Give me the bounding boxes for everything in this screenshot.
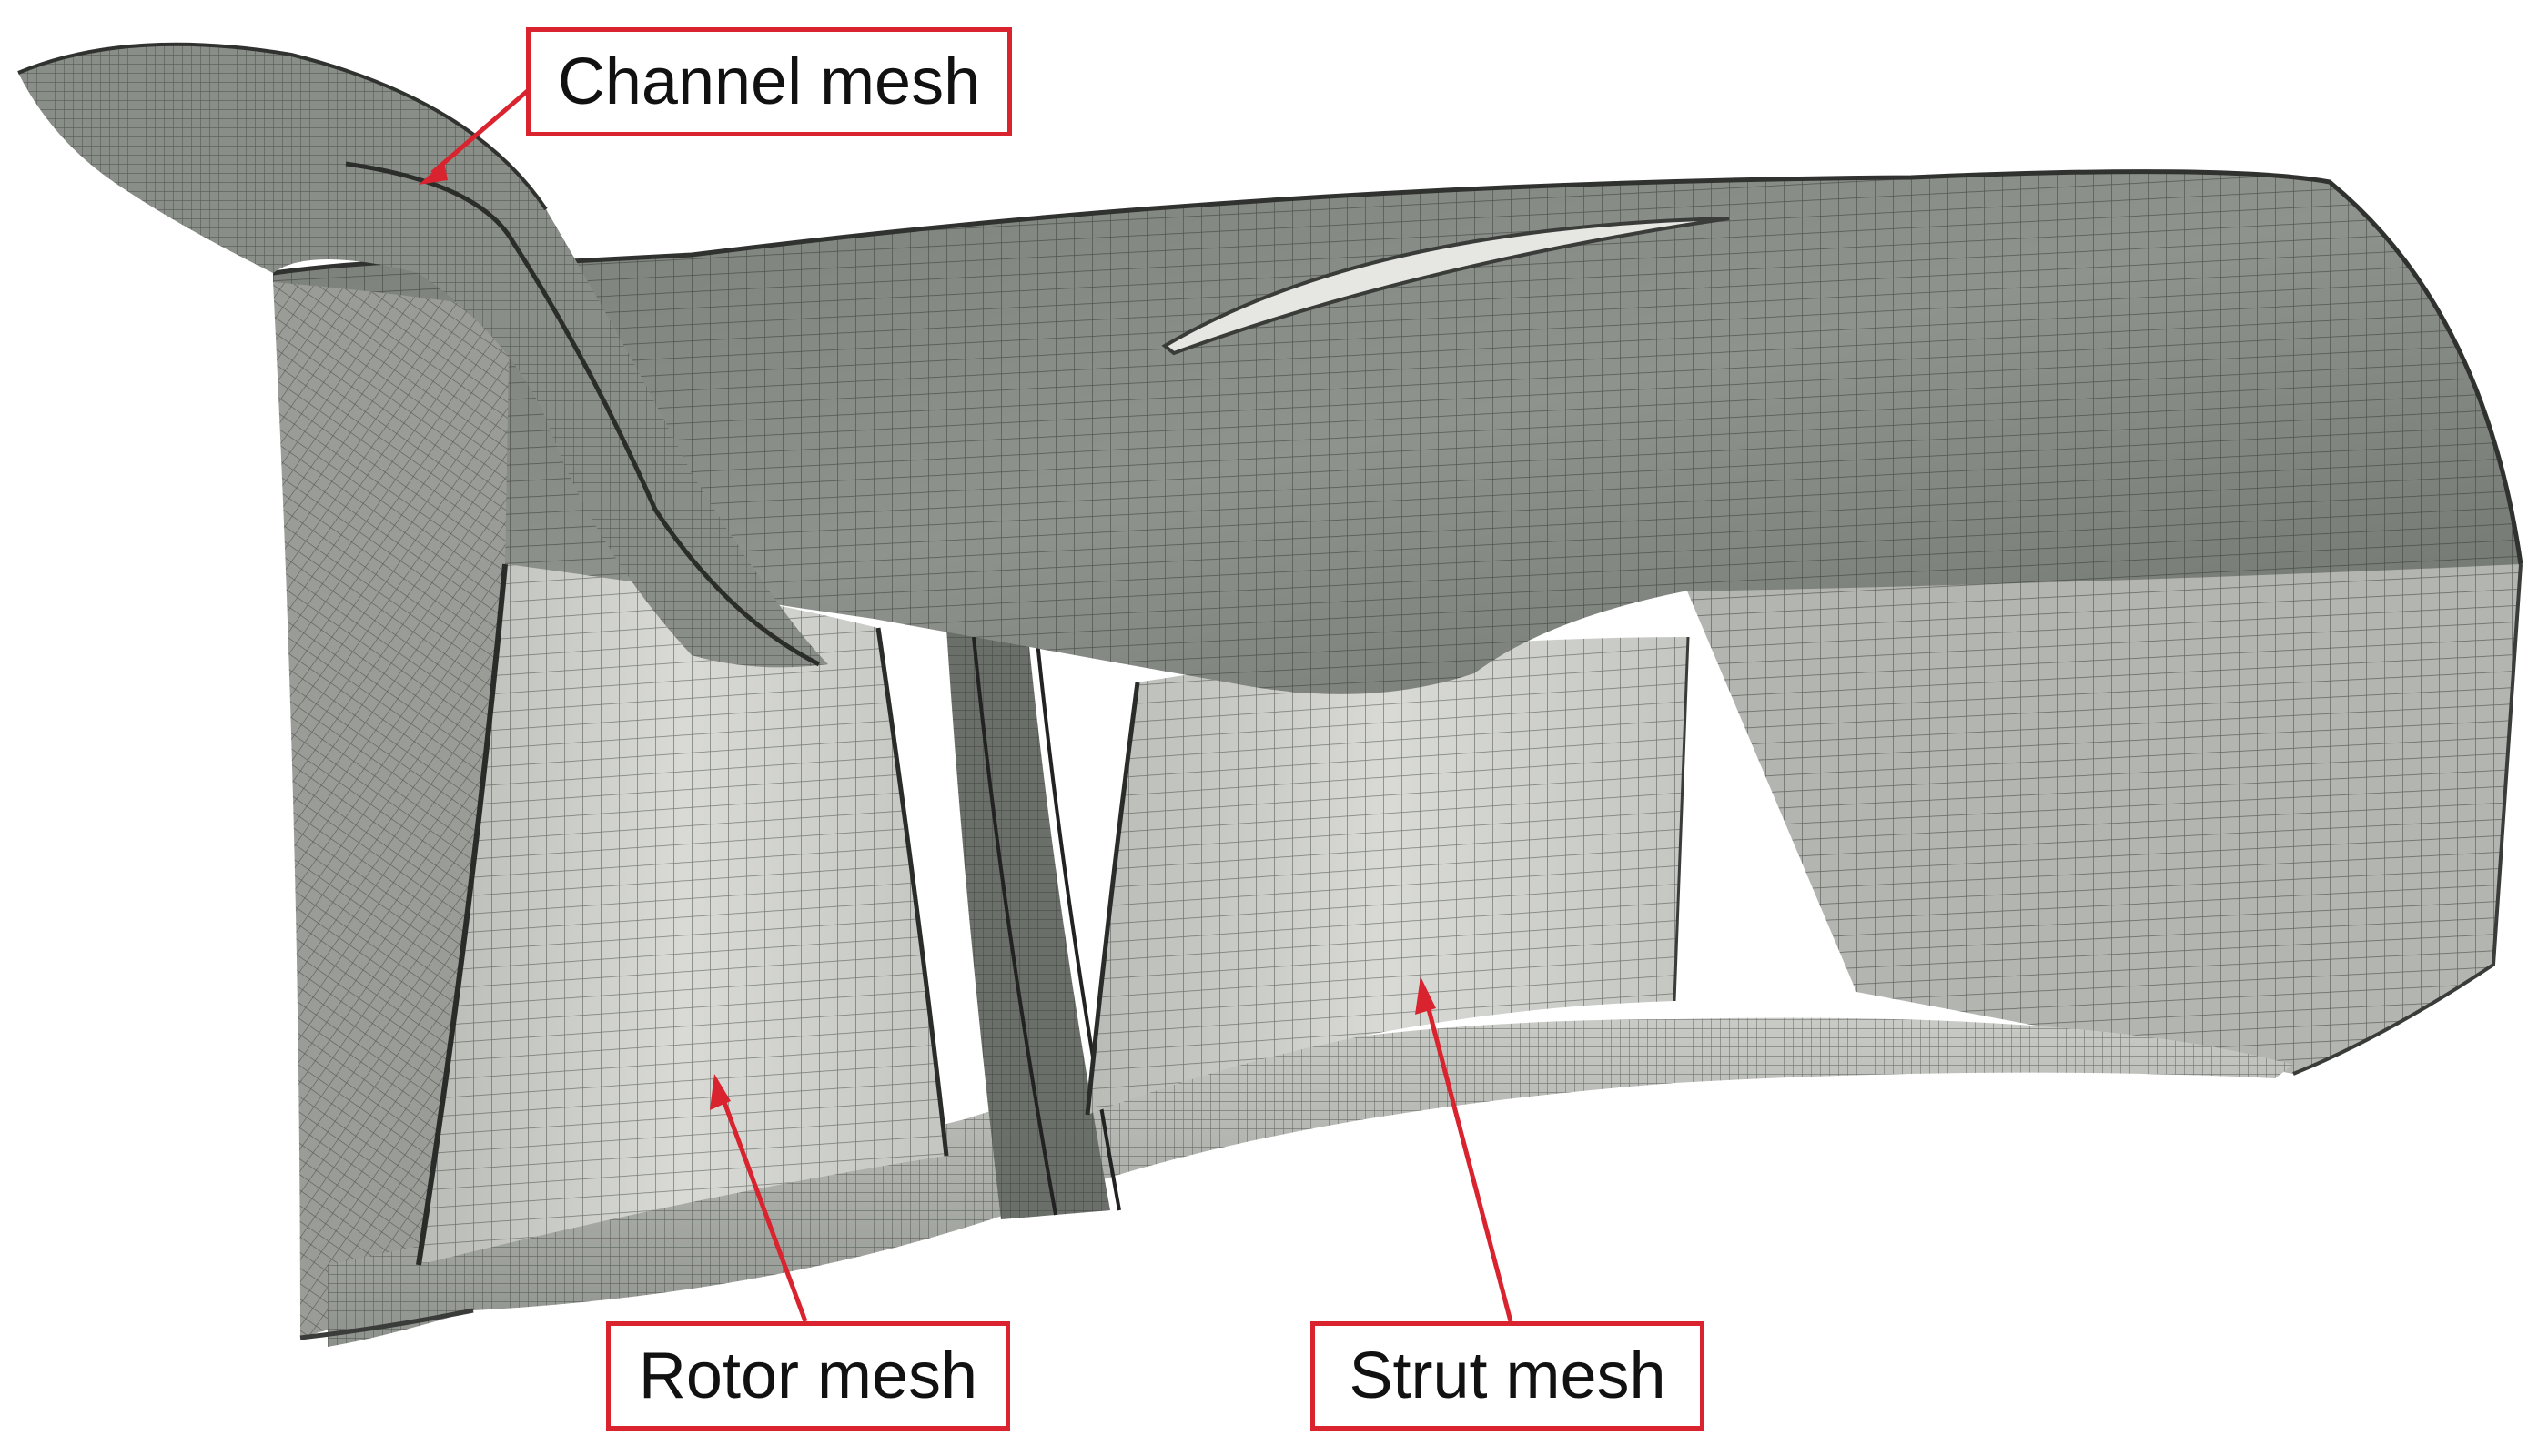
channel-mesh-label: Channel mesh xyxy=(526,27,1012,136)
shroud-slot xyxy=(1161,217,1730,356)
rotor-arrowhead xyxy=(710,1074,731,1110)
channel-arrow xyxy=(430,86,532,175)
rotor-mesh-label: Rotor mesh xyxy=(606,1321,1010,1431)
strut-arrow xyxy=(1421,991,1513,1322)
callout-arrows xyxy=(419,86,1513,1322)
rotor-arrow xyxy=(716,1087,808,1322)
strut-arrowhead xyxy=(1415,976,1436,1015)
strut-mesh-label: Strut mesh xyxy=(1310,1321,1704,1431)
channel-arrowhead xyxy=(419,162,448,185)
mesh-body xyxy=(17,42,2523,1347)
